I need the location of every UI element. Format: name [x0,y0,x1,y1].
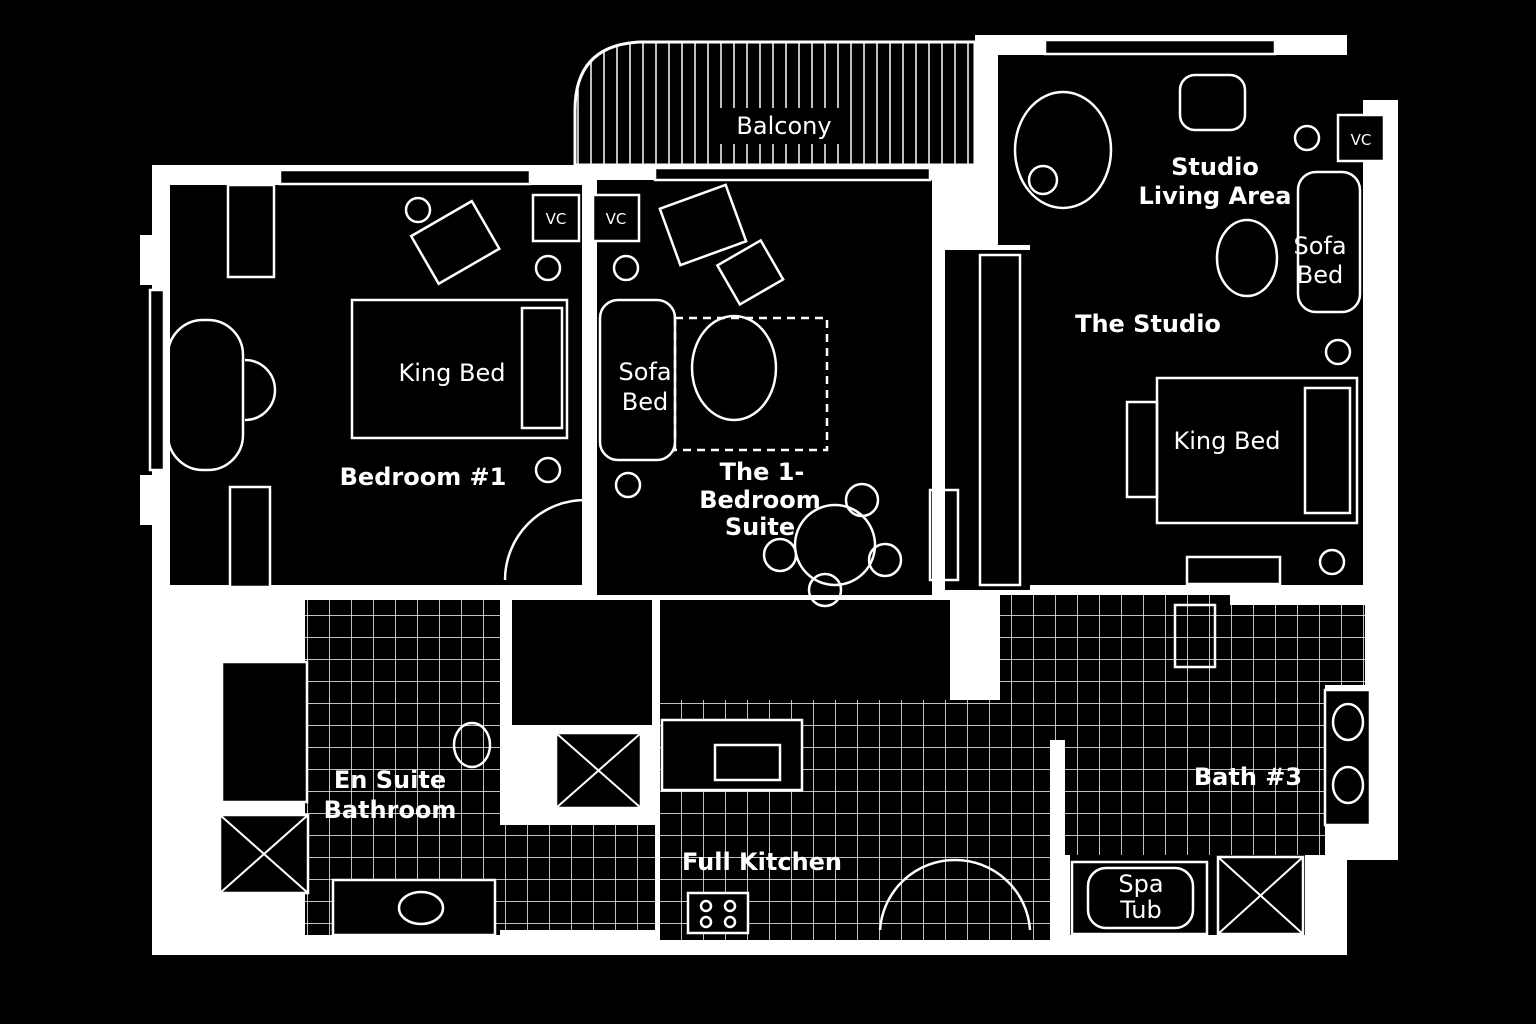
vc-label: VC [606,210,627,228]
bedroom1-label: Bedroom #1 [340,463,507,491]
label: Tub [1119,896,1161,924]
king-bed-1 [350,298,569,440]
studio-living-label-1: Studio [1171,153,1259,181]
vc-label: VC [1351,131,1372,149]
balcony: Balcony [573,40,977,167]
furniture: King Bed Sofa Bed Sofa Bed King Bed [166,73,1372,937]
studio-living-label-2: Living Area [1139,182,1292,210]
suite-label-2: Bedroom [699,486,821,514]
balcony-label: Balcony [736,112,831,140]
spa-tub [1070,860,1209,936]
studio-label: The Studio [1075,310,1221,338]
kitchen-label: Full Kitchen [682,848,842,876]
suite-label-3: Suite [725,513,795,541]
room-labels: Studio Living Area The Studio Bedroom #1… [324,153,1303,876]
bath-3 [1065,685,1325,855]
label: Sofa [618,358,671,386]
vc-label: VC [546,210,567,228]
label: Sofa [1293,232,1346,260]
label: Bed [1297,261,1343,289]
king-bed-label: King Bed [1174,427,1281,455]
vc-closets: VC VC VC [531,113,1386,243]
suite-label-1: The 1- [720,458,805,486]
bath3-label: Bath #3 [1194,763,1302,791]
king-bed-label: King Bed [399,359,506,387]
en-suite-label-2: Bathroom [324,796,457,824]
sofa-bed-2 [1296,170,1362,314]
label: Bed [622,388,668,416]
en-suite-label-1: En Suite [334,766,446,794]
windows [148,38,1277,472]
label: Spa [1118,870,1163,898]
studio-room [1030,240,1363,585]
